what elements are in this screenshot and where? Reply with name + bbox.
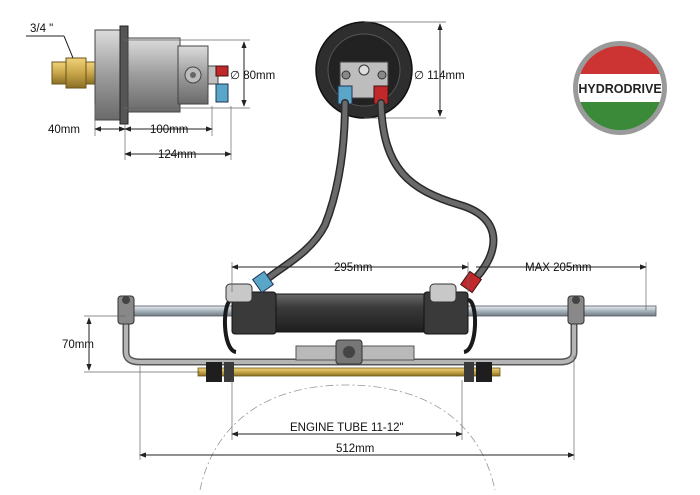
cylinder-dimensions: 295mm MAX 205mm 70mm ENGINE TUBE 11-12" … — [62, 262, 647, 460]
pump-flange — [119, 25, 129, 125]
pump-diameter-label: ∅ 80mm — [230, 70, 275, 82]
height-label: 70mm — [62, 339, 94, 351]
pump-red-fitting — [215, 65, 229, 77]
shaft-length-label: 40mm — [48, 124, 80, 136]
body-length-label: 100mm — [150, 124, 188, 136]
logo-white-band — [578, 74, 662, 102]
max-stroke-label: MAX 205mm — [525, 262, 591, 274]
steering-cylinder-assembly — [117, 270, 657, 491]
helm-diameter-label: ∅ 114mm — [414, 70, 465, 82]
hose-red-line — [377, 99, 498, 286]
thread-label: 3/4 " — [30, 23, 53, 35]
total-length-label: 124mm — [158, 149, 196, 161]
helm-dimensions: ∅ 114mm — [364, 21, 465, 119]
mounting-rod — [197, 367, 501, 377]
engine-tube-outline — [199, 384, 496, 491]
pump-main-body — [127, 37, 181, 113]
cylinder-blue-fitting — [251, 270, 275, 294]
right-nut — [476, 362, 492, 382]
overall-length-label: 512mm — [336, 443, 374, 455]
cylinder-red-fitting — [459, 270, 483, 294]
helm-pump-side-view — [51, 25, 229, 125]
logo-text: HYDRODRIVE — [578, 82, 661, 96]
port-spacing-label: 295mm — [334, 262, 372, 274]
pump-rear-body — [94, 29, 124, 121]
logo-green-band — [578, 102, 662, 130]
pump-shaft-collar — [65, 57, 87, 89]
helm-front-view — [315, 21, 413, 119]
engine-tube-label: ENGINE TUBE 11-12" — [290, 422, 404, 434]
hydraulic-hoses — [260, 99, 498, 286]
pump-blue-fitting — [215, 83, 229, 103]
left-nut — [206, 362, 222, 382]
pump-dimensions: 3/4 " ∅ 80mm 40mm 100mm 124mm — [26, 23, 275, 161]
hydrodrive-logo: HYDRODRIVE — [573, 41, 667, 135]
logo-red-band — [578, 46, 662, 74]
